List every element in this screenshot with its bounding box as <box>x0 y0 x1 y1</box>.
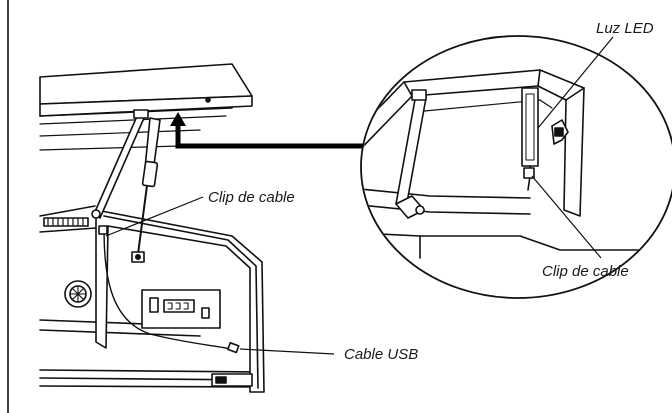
side-panel <box>95 209 265 393</box>
cabinet-illustration <box>39 63 265 393</box>
cabinet-base-line <box>39 369 263 373</box>
cabinet-vent-slots <box>43 217 89 227</box>
pointer-arrowhead <box>170 112 186 126</box>
detail-shelf <box>362 187 531 199</box>
cabinet-top-edge <box>39 205 96 217</box>
leader-lines <box>105 36 614 355</box>
connector-usb-block <box>163 299 195 313</box>
connector-port <box>201 307 210 319</box>
label-luz-led: Luz LED <box>596 20 654 37</box>
connector-switch <box>149 297 159 313</box>
leader-luz-led <box>537 36 614 129</box>
led-cable-clip <box>523 167 535 179</box>
lid-front <box>39 95 253 117</box>
detail-bubble <box>360 35 672 299</box>
pointer-arrow <box>175 124 366 149</box>
usb-cable-clip <box>227 342 240 354</box>
cabinet-rail <box>39 227 97 233</box>
usb-cable <box>103 225 237 351</box>
cabinet-shelf-line-lower <box>39 329 201 337</box>
detail-bubble-outline <box>360 35 672 299</box>
leader-clip-right <box>531 175 602 259</box>
cable-clip-left <box>98 225 108 235</box>
leader-cable-usb <box>239 348 335 355</box>
leader-clip-left <box>105 196 204 237</box>
label-clip-de-cable-right: Clip de cable <box>542 263 629 280</box>
label-cable-usb: Cable USB <box>344 346 418 363</box>
detail-lid-frame <box>362 69 585 217</box>
lid-support-arm <box>93 113 145 219</box>
label-clip-de-cable-left: Clip de cable <box>208 189 295 206</box>
